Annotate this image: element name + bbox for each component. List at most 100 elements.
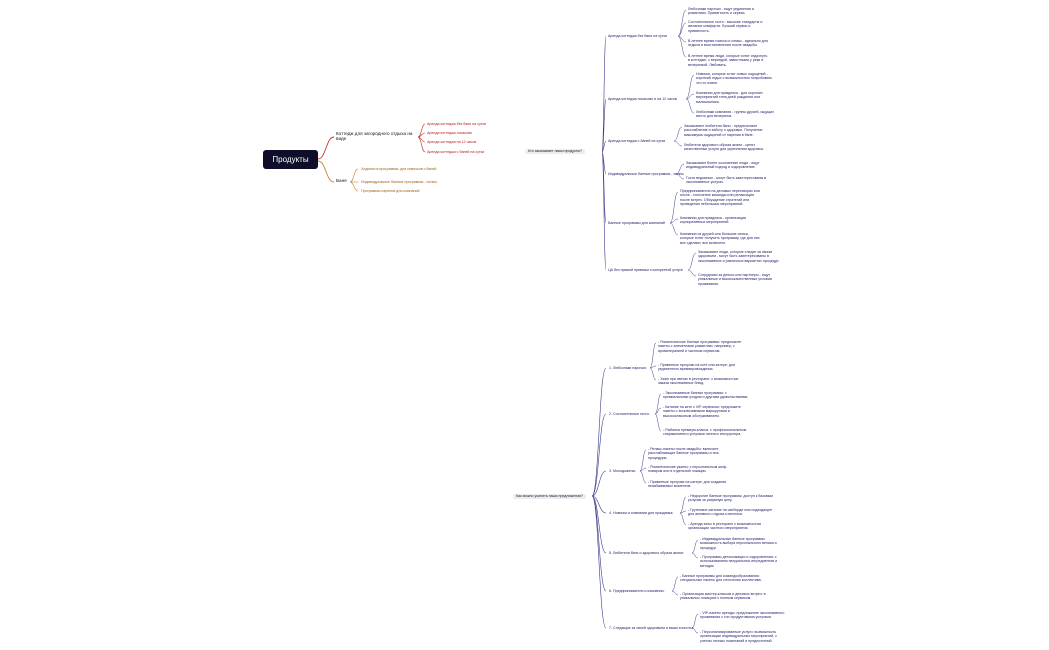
q1-category[interactable]: Аренда коттеджа без бани на сутки xyxy=(608,34,668,38)
connector-line xyxy=(591,495,607,592)
connector-line xyxy=(669,191,679,224)
q1-category[interactable]: Банные программы для компаний xyxy=(608,221,665,225)
banya-item[interactable]: Индивидуальные банные программы - полны xyxy=(361,180,437,184)
q1-category[interactable]: Индивидуальные банные программы - полны xyxy=(608,172,684,176)
q2-note[interactable]: - Рыбалка премиум-класса: с профессионал… xyxy=(663,428,747,437)
q2-category[interactable]: 2. Состоятельные гости: xyxy=(609,412,650,416)
connector-line xyxy=(671,576,679,592)
connector-line xyxy=(691,613,699,629)
connector-line xyxy=(591,413,607,497)
q1-note[interactable]: Заказывают люди, которые следят за своим… xyxy=(698,250,780,263)
connector-line xyxy=(649,342,657,369)
q1-note[interactable]: Новички, которые хотят новых ощущений - … xyxy=(696,72,773,85)
question-how-improve[interactable]: Как можно усилить наши предложения? xyxy=(513,494,586,499)
cottage-item[interactable]: Аренда коттеджа с баней на сутки xyxy=(427,150,485,154)
q2-note[interactable]: - Катание на кате с VIP-сервисом: предло… xyxy=(663,405,741,418)
connector-line xyxy=(601,35,607,153)
connector-line xyxy=(349,168,359,183)
q1-category[interactable]: Аренда коттеджа с баней на сутки xyxy=(608,139,666,143)
q1-note[interactable]: Предприниматели на деловых переговорах и… xyxy=(680,189,760,206)
q1-category[interactable]: Аренда коттеджа почасово и на 12 часов xyxy=(608,97,677,101)
q2-note[interactable]: - Релакс-пакеты после свадьбы: включите … xyxy=(648,447,720,460)
connector-line xyxy=(601,151,607,271)
q2-note[interactable]: - Приватные прогулки на коте или катере:… xyxy=(658,363,735,372)
q2-category[interactable]: 6. Предприниматели и компании: xyxy=(609,589,665,593)
connector-line xyxy=(691,552,699,559)
q1-note[interactable]: Любители здорового образа жизни - ценят … xyxy=(684,143,764,152)
branch-cottage-label[interactable]: Коттедж для загородного отдыха на виде xyxy=(336,131,413,142)
connector-line xyxy=(601,151,607,175)
q2-category[interactable]: 3. Молодожены: xyxy=(609,469,637,473)
connector-line xyxy=(687,269,697,277)
branch-banya-label[interactable]: Баня xyxy=(336,178,347,183)
connector-line xyxy=(691,539,699,554)
q1-note[interactable]: Состоятельные гости - высокие стандарты … xyxy=(688,20,763,33)
q2-category[interactable]: 4. Новички и компании для праздника: xyxy=(609,511,674,515)
connector-line xyxy=(317,160,335,183)
q2-category[interactable]: 7. Следящие за своей здоровьем и ваши хл… xyxy=(609,626,694,630)
q2-note[interactable]: - Групповое катание на сапборде или подх… xyxy=(688,508,773,517)
connector-line xyxy=(677,35,687,58)
q2-note[interactable]: - Приватные прогулки на катере: для созд… xyxy=(648,480,727,489)
connector-line xyxy=(669,218,679,224)
q1-note[interactable]: В летнее время люди, которые хотят отдох… xyxy=(688,54,768,67)
q1-note[interactable]: Компании для праздника - организация кор… xyxy=(680,216,746,225)
question-who-orders[interactable]: Кто заказывает наши продукты? xyxy=(525,149,586,154)
connector-line xyxy=(677,22,687,37)
q1-category[interactable]: ЦА без прямой привязки к конкретной услу… xyxy=(608,268,683,272)
q2-note[interactable]: - Программы детоксикации и оздоровления:… xyxy=(700,555,778,568)
q1-note[interactable]: Любознаки компании - группы друзей, ищущ… xyxy=(696,110,775,119)
connector-line xyxy=(675,173,685,180)
connector-line xyxy=(639,467,647,472)
connector-line xyxy=(679,496,687,514)
q2-category[interactable]: 5. Любители бань и здорового образа жизн… xyxy=(609,551,685,555)
q1-note[interactable]: В летнее время гомосы и семьи - идеально… xyxy=(688,39,768,48)
connector-line xyxy=(591,495,607,514)
q1-note[interactable]: Компании из друзей или большие семьи, ко… xyxy=(680,232,760,245)
banya-item[interactable]: Программы парения для компаний xyxy=(361,189,420,193)
connector-line xyxy=(639,449,647,472)
q2-note[interactable]: - Организация мастер-классов и деловых в… xyxy=(680,592,766,601)
root-node[interactable]: Продукты xyxy=(263,150,318,169)
q2-note[interactable]: - VIP-пакеты аренды: предложение эксклюз… xyxy=(700,611,785,620)
connector-line xyxy=(679,512,687,526)
q1-note[interactable]: Компании для праздника - для коротких ме… xyxy=(696,91,763,104)
q1-note[interactable]: Сотрудники за деньги или партнеры - ищут… xyxy=(698,273,772,286)
connector-line xyxy=(601,98,607,153)
q2-note[interactable]: - Романтические ужины: с персональным ше… xyxy=(648,465,728,474)
connector-line xyxy=(654,407,662,415)
connector-line xyxy=(671,590,679,596)
connector-line xyxy=(669,222,679,236)
q2-note[interactable]: - Аренда зоны в ресторане с возможностью… xyxy=(688,522,762,531)
connector-line xyxy=(591,367,607,497)
q2-note[interactable]: - Персонализированные услуги: возможност… xyxy=(700,630,777,643)
q2-note[interactable]: - Индивидуальные банные программы: возмо… xyxy=(700,537,777,550)
connector-line xyxy=(654,393,662,415)
q2-note[interactable]: - Недорогие банные программы: доступ к б… xyxy=(688,494,773,503)
connector-line xyxy=(649,367,657,381)
connector-line xyxy=(417,136,426,153)
connector-line xyxy=(685,93,695,100)
connector-line xyxy=(673,140,683,147)
connector-line xyxy=(679,510,687,514)
q2-note[interactable]: - Банные программы для командообразовани… xyxy=(680,574,762,583)
connector-line xyxy=(687,252,697,271)
q2-note[interactable]: - Романтические банные программы: предло… xyxy=(658,340,742,353)
cottage-item[interactable]: Аренда коттеджа на 12 часов xyxy=(427,140,477,144)
q1-note[interactable]: Гости ведомные - могут быть заинтересова… xyxy=(686,176,767,185)
banya-item[interactable]: Хедонистк программы, для новичков с бане… xyxy=(361,167,437,171)
cottage-item[interactable]: Аренда коттеджа почасово xyxy=(427,131,473,135)
connector-line xyxy=(691,627,699,634)
q1-note[interactable]: Заказывают более осознанные люди - ищут … xyxy=(686,161,760,170)
connector-line xyxy=(685,98,695,114)
q2-category[interactable]: 1. Любознаки парочки: xyxy=(609,366,647,370)
connector-line xyxy=(639,470,647,484)
connector-line xyxy=(591,495,607,629)
connector-line xyxy=(654,413,662,432)
q2-note[interactable]: - Эксклюзивные банные программы: с преми… xyxy=(663,391,749,400)
q2-note[interactable]: - Ужин при свечах в ресторане: с возможн… xyxy=(658,377,739,386)
q1-note[interactable]: Любознаки парочки - ищут уединения и ром… xyxy=(688,7,754,16)
cottage-item[interactable]: Аренда коттеджа без бани на сутки xyxy=(427,122,487,126)
q1-note[interactable]: Заказывают любители бани - предпочитают … xyxy=(684,124,763,137)
